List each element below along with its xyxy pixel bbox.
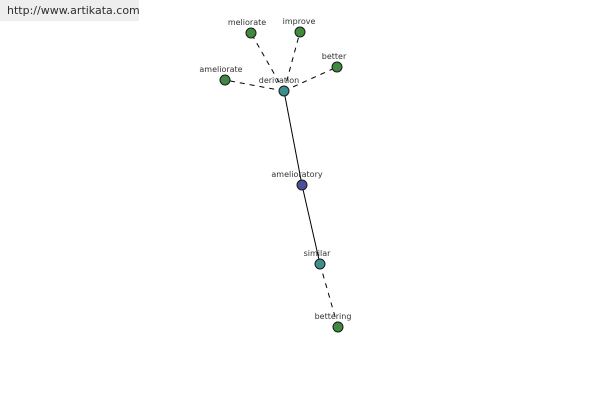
- node-label-derivation: derivation: [259, 76, 299, 85]
- edge-amelioratory-similar: [301, 184, 321, 265]
- source-link[interactable]: http://www.artikata.com: [0, 0, 140, 21]
- node-label-meliorate: meliorate: [228, 18, 266, 27]
- node-circle-similar[interactable]: [314, 258, 326, 270]
- node-label-ameliorate: ameliorate: [199, 65, 242, 74]
- node-circle-improve[interactable]: [294, 26, 306, 38]
- edge-derivation-ameliorate: [224, 79, 285, 92]
- edge-derivation-meliorate: [250, 32, 285, 92]
- node-label-amelioratory: amelioratory: [271, 170, 322, 179]
- node-similar[interactable]: similar: [304, 249, 332, 270]
- node-label-improve: improve: [283, 17, 316, 26]
- edge-derivation-amelioratory: [283, 90, 303, 186]
- node-label-better: better: [322, 52, 347, 61]
- node-circle-amelioratory[interactable]: [296, 179, 308, 191]
- node-circle-bettering[interactable]: [332, 321, 344, 333]
- node-ameliorate[interactable]: ameliorate: [199, 65, 243, 86]
- edges-layer: [224, 31, 339, 328]
- node-label-bettering: bettering: [315, 312, 352, 321]
- node-meliorate[interactable]: meliorate: [228, 18, 266, 39]
- node-bettering[interactable]: bettering: [315, 312, 352, 333]
- node-derivation[interactable]: derivation: [259, 76, 299, 97]
- nodes-layer: ameliorate meliorate improve better derivati…: [199, 17, 352, 333]
- node-circle-better[interactable]: [331, 61, 343, 73]
- node-circle-meliorate[interactable]: [245, 27, 257, 39]
- edge-derivation-improve: [283, 31, 301, 92]
- node-improve[interactable]: improve: [283, 17, 316, 38]
- edge-similar-bettering: [319, 263, 339, 328]
- node-circle-ameliorate[interactable]: [219, 74, 231, 86]
- node-circle-derivation[interactable]: [278, 85, 290, 97]
- node-label-similar: similar: [304, 249, 332, 258]
- node-better[interactable]: better: [322, 52, 347, 73]
- node-amelioratory[interactable]: amelioratory: [271, 170, 323, 191]
